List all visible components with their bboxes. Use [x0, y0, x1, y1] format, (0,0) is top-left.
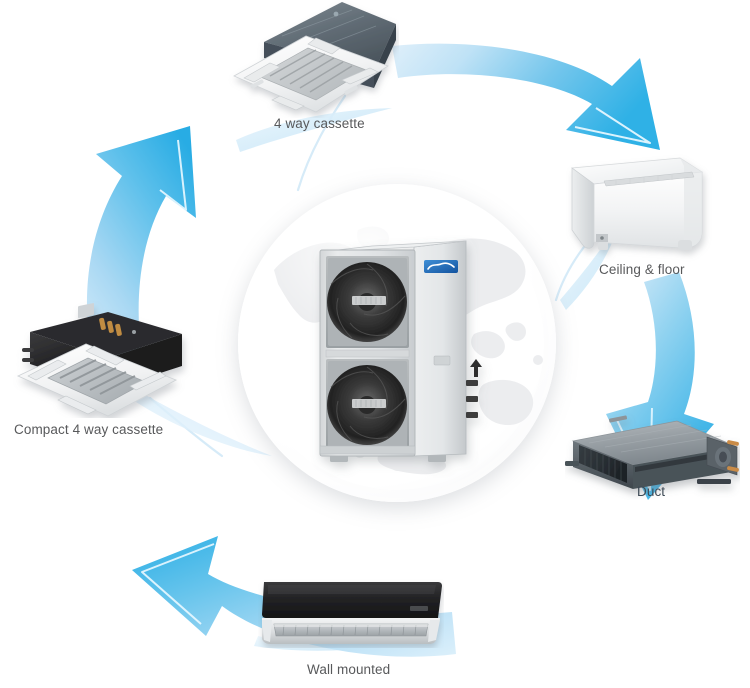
- globe-hub: [238, 184, 556, 502]
- label-four-way-cassette: 4 way cassette: [274, 116, 365, 131]
- midea-logo: [424, 260, 458, 273]
- outdoor-unit-image: [319, 240, 482, 462]
- product-four-way-cassette[interactable]: [224, 0, 399, 118]
- label-wall-mounted: Wall mounted: [307, 662, 391, 677]
- label-duct: Duct: [637, 484, 666, 499]
- label-compact-four-way-cassette: Compact 4 way cassette: [14, 422, 164, 437]
- label-ceiling-and-floor: Ceiling & floor: [599, 262, 685, 277]
